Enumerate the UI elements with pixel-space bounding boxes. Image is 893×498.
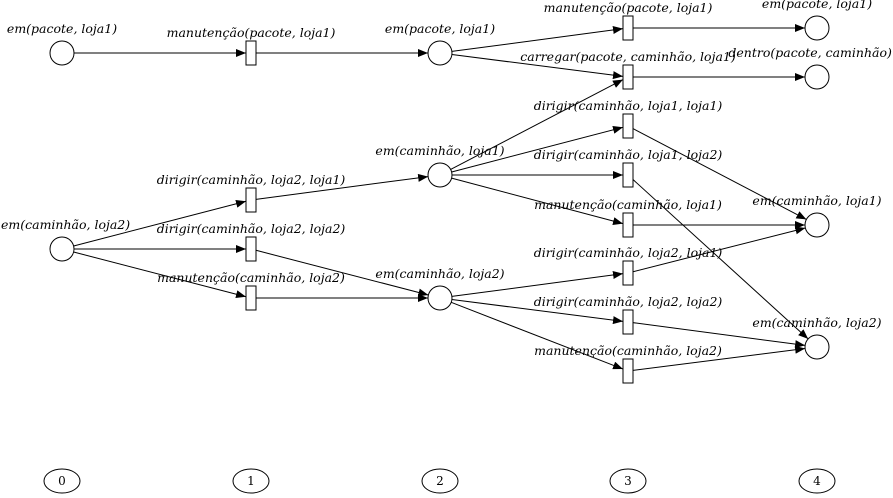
place-p_caminhao_loja1_4 <box>804 212 830 238</box>
transition-t_manut_pacote_1 <box>245 40 257 66</box>
level-node-0 <box>43 468 81 494</box>
place-p_caminhao_loja2_4 <box>804 334 830 360</box>
place-p_caminhao_loja1_2 <box>427 162 453 188</box>
transition-label-t_manut_pacote_1: manutenção(pacote, loja1) <box>167 25 336 40</box>
edge-t_dirigir_11_3-to-p_caminhao_loja1_4 <box>632 128 807 220</box>
edge-t_dirigir_21_3-to-p_caminhao_loja1_4 <box>632 226 806 273</box>
level-label-2: 2 <box>436 474 444 488</box>
edge-p_caminhao_loja1_2-to-t_carregar_3 <box>450 79 624 170</box>
transition-label-t_dirigir_22_1: dirigir(caminhão, loja2, loja2) <box>157 221 346 236</box>
place-p_caminhao_loja2_0 <box>49 236 75 262</box>
edge-p_caminhao_loja1_2-to-t_dirigir_11_3 <box>451 125 624 173</box>
transition-t_dirigir_21_3 <box>622 260 634 286</box>
transition-label-t_carregar_3: carregar(pacote, caminhão, loja1) <box>520 49 736 64</box>
place-label-p_caminhao_loja1_4: em(caminhão, loja1) <box>752 193 881 208</box>
place-label-p_dentro_4: dentro(pacote, caminhão) <box>728 45 892 60</box>
place-p_pacote_loja1_2 <box>427 40 453 66</box>
place-label-p_caminhao_loja1_2: em(caminhão, loja1) <box>375 143 504 158</box>
transition-label-t_dirigir_11_3: dirigir(caminhão, loja1, loja1) <box>534 98 723 113</box>
transition-label-t_manut_cam2_3: manutenção(caminhão, loja2) <box>534 343 722 358</box>
transition-t_carregar_3 <box>622 64 634 90</box>
transition-label-t_manut_cam2_1: manutenção(caminhão, loja2) <box>157 270 345 285</box>
transition-label-t_dirigir_12_3: dirigir(caminhão, loja1, loja2) <box>534 147 723 162</box>
level-label-4: 4 <box>813 474 821 488</box>
place-p_pacote_loja1_0 <box>49 40 75 66</box>
edge-t_dirigir_21_1-to-p_caminhao_loja1_2 <box>255 173 429 200</box>
transition-label-t_dirigir_21_3: dirigir(caminhão, loja2, loja1) <box>534 245 723 260</box>
transition-label-t_dirigir_21_1: dirigir(caminhão, loja2, loja1) <box>157 172 346 187</box>
level-node-2 <box>421 468 459 494</box>
place-label-p_pacote_loja1_4: em(pacote, loja1) <box>762 0 872 11</box>
edge-p_pacote_loja1_2-to-t_carregar_3 <box>451 54 624 80</box>
place-label-p_pacote_loja1_0: em(pacote, loja1) <box>7 21 117 36</box>
transition-t_manut_cam2_3 <box>622 358 634 384</box>
edge-p_caminhao_loja2_2-to-t_manut_cam2_3 <box>451 301 624 370</box>
transition-label-t_dirigir_22_3: dirigir(caminhão, loja2, loja2) <box>534 294 723 309</box>
place-label-p_caminhao_loja2_4: em(caminhão, loja2) <box>752 315 881 330</box>
edge-p_pacote_loja1_2-to-t_manut_pacote_3 <box>451 26 624 52</box>
edge-t_manut_cam2_3-to-p_caminhao_loja2_4 <box>632 345 806 371</box>
edge-p_caminhao_loja2_0-to-t_manut_cam2_1 <box>73 251 247 299</box>
level-label-3: 3 <box>624 474 632 488</box>
transition-t_dirigir_12_3 <box>622 162 634 188</box>
edge-t_dirigir_22_1-to-p_caminhao_loja2_2 <box>255 249 429 297</box>
transition-t_manut_pacote_3 <box>622 15 634 41</box>
place-label-p_caminhao_loja2_2: em(caminhão, loja2) <box>375 266 504 281</box>
transition-t_manut_cam2_1 <box>245 285 257 311</box>
edge-p_caminhao_loja2_2-to-t_dirigir_21_3 <box>451 271 624 297</box>
transition-t_dirigir_22_3 <box>622 309 634 335</box>
place-label-p_caminhao_loja2_0: em(caminhão, loja2) <box>1 217 130 232</box>
level-label-0: 0 <box>58 474 66 488</box>
edge-p_caminhao_loja1_2-to-t_manut_cam1_3 <box>451 177 624 225</box>
place-p_caminhao_loja2_2 <box>427 285 453 311</box>
edge-p_caminhao_loja2_0-to-t_dirigir_21_1 <box>73 199 247 247</box>
place-label-p_pacote_loja1_2: em(pacote, loja1) <box>385 21 495 36</box>
transition-t_dirigir_11_3 <box>622 113 634 139</box>
level-node-3 <box>609 468 647 494</box>
place-p_pacote_loja1_4 <box>804 15 830 41</box>
edge-t_dirigir_12_3-to-p_caminhao_loja2_4 <box>632 179 809 340</box>
transition-t_manut_cam1_3 <box>622 212 634 238</box>
place-p_dentro_4 <box>804 64 830 90</box>
transition-label-t_manut_pacote_3: manutenção(pacote, loja1) <box>544 0 713 15</box>
level-label-1: 1 <box>247 474 255 488</box>
transition-label-t_manut_cam1_3: manutenção(caminhão, loja1) <box>534 197 722 212</box>
level-node-1 <box>232 468 270 494</box>
edge-t_dirigir_22_3-to-p_caminhao_loja2_4 <box>632 322 806 349</box>
transition-t_dirigir_22_1 <box>245 236 257 262</box>
level-node-4 <box>798 468 836 494</box>
edge-p_caminhao_loja2_2-to-t_dirigir_22_3 <box>451 299 624 325</box>
transition-t_dirigir_21_1 <box>245 187 257 213</box>
